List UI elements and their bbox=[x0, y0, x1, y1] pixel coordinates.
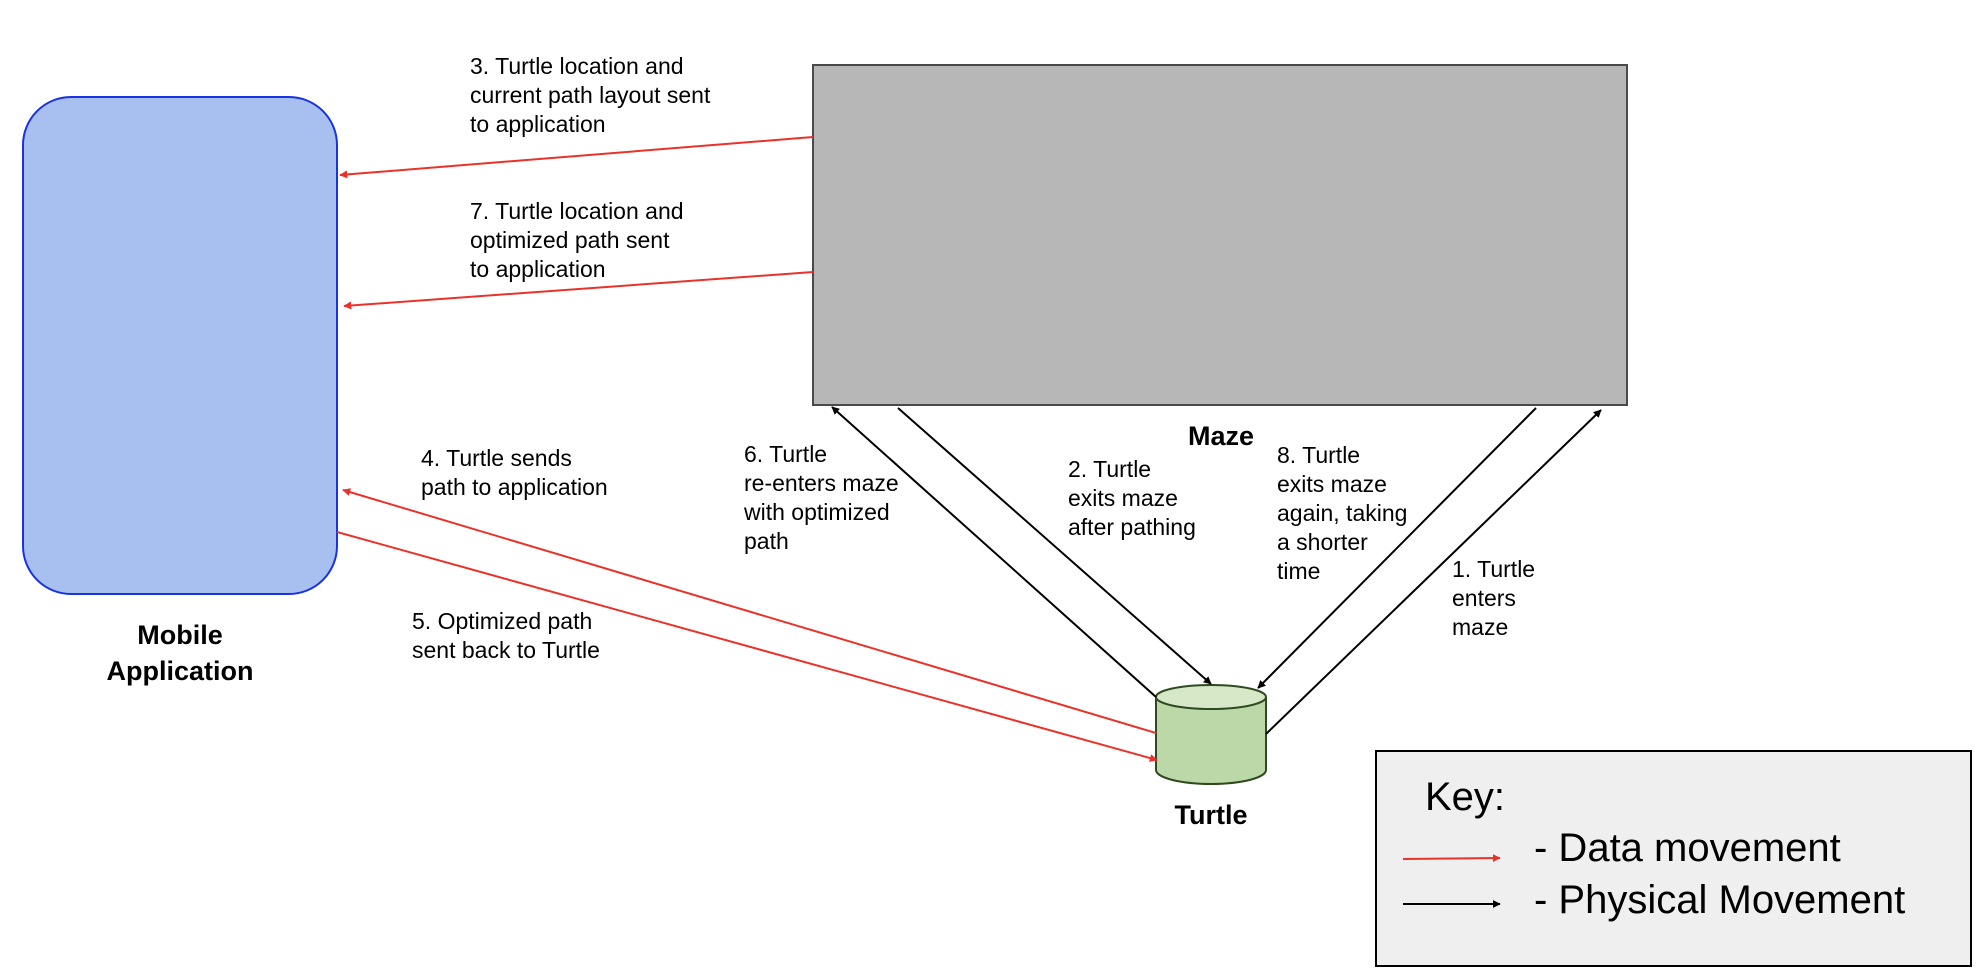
step1-line: enters bbox=[1452, 585, 1516, 611]
step2-line: exits maze bbox=[1068, 485, 1178, 511]
step4-line: 4. Turtle sends bbox=[421, 445, 572, 471]
arrow-step7-data bbox=[343, 271, 814, 310]
step6-line: 6. Turtle bbox=[744, 441, 828, 467]
step8-label: 8. Turtle exits maze again, taking a sho… bbox=[1277, 441, 1407, 586]
step5-line: sent back to Turtle bbox=[412, 637, 600, 663]
turtle-cylinder bbox=[1155, 684, 1267, 785]
step5-line: 5. Optimized path bbox=[412, 608, 593, 634]
arrow-step5-data bbox=[336, 531, 1158, 762]
step6-line: with optimized bbox=[744, 499, 890, 525]
step1-label: 1. Turtle enters maze bbox=[1452, 555, 1535, 642]
step7-line: 7. Turtle location and bbox=[470, 198, 684, 224]
step6-label: 6. Turtle re-enters maze with optimized … bbox=[744, 440, 899, 556]
arrow-step8-physical bbox=[1257, 407, 1537, 689]
maze-label-text: Maze bbox=[1187, 421, 1255, 451]
step6-line: path bbox=[744, 528, 789, 554]
step2-line: 2. Turtle bbox=[1068, 456, 1152, 482]
maze-label: Maze bbox=[1161, 418, 1281, 454]
step3-line: 3. Turtle location and bbox=[470, 53, 684, 79]
step6-line: re-enters maze bbox=[744, 470, 899, 496]
step4-label: 4. Turtle sends path to application bbox=[421, 444, 608, 502]
arrow-step4-data bbox=[342, 488, 1157, 734]
step5-label: 5. Optimized path sent back to Turtle bbox=[412, 607, 600, 665]
turtle-label: Turtle bbox=[1151, 797, 1271, 833]
step7-line: to application bbox=[470, 256, 606, 282]
step8-line: a shorter bbox=[1277, 529, 1368, 555]
key-data-movement-label: - Data movement bbox=[1534, 826, 1841, 870]
step2-line: after pathing bbox=[1068, 514, 1196, 540]
mobile-app-label: Mobile Application bbox=[40, 617, 320, 689]
mobile-app-box bbox=[22, 96, 338, 595]
arrow-step3-data bbox=[339, 136, 814, 179]
step1-line: 1. Turtle bbox=[1452, 556, 1536, 582]
step3-line: current path layout sent bbox=[470, 82, 711, 108]
key-title: Key: bbox=[1425, 775, 1506, 819]
maze-box bbox=[812, 64, 1628, 406]
key-physical-movement-label: - Physical Movement bbox=[1534, 878, 1906, 922]
arrow-step6-physical bbox=[831, 406, 1157, 698]
key-data-arrow bbox=[1402, 854, 1501, 863]
step1-line: maze bbox=[1452, 614, 1509, 640]
arrow-step2-physical bbox=[897, 407, 1212, 685]
step8-line: 8. Turtle bbox=[1277, 442, 1361, 468]
mobile-app-label-line1: Mobile bbox=[137, 620, 223, 650]
mobile-app-label-line2: Application bbox=[106, 656, 254, 686]
turtle-label-text: Turtle bbox=[1174, 800, 1248, 830]
step2-label: 2. Turtle exits maze after pathing bbox=[1068, 455, 1196, 542]
step8-line: time bbox=[1277, 558, 1321, 584]
step3-line: to application bbox=[470, 111, 606, 137]
step4-line: path to application bbox=[421, 474, 608, 500]
step3-label: 3. Turtle location and current path layo… bbox=[470, 52, 710, 139]
step8-line: exits maze bbox=[1277, 471, 1387, 497]
step8-line: again, taking bbox=[1277, 500, 1408, 526]
arrow-step1-physical bbox=[1265, 409, 1602, 735]
step7-line: optimized path sent bbox=[470, 227, 670, 253]
step7-label: 7. Turtle location and optimized path se… bbox=[470, 197, 684, 284]
